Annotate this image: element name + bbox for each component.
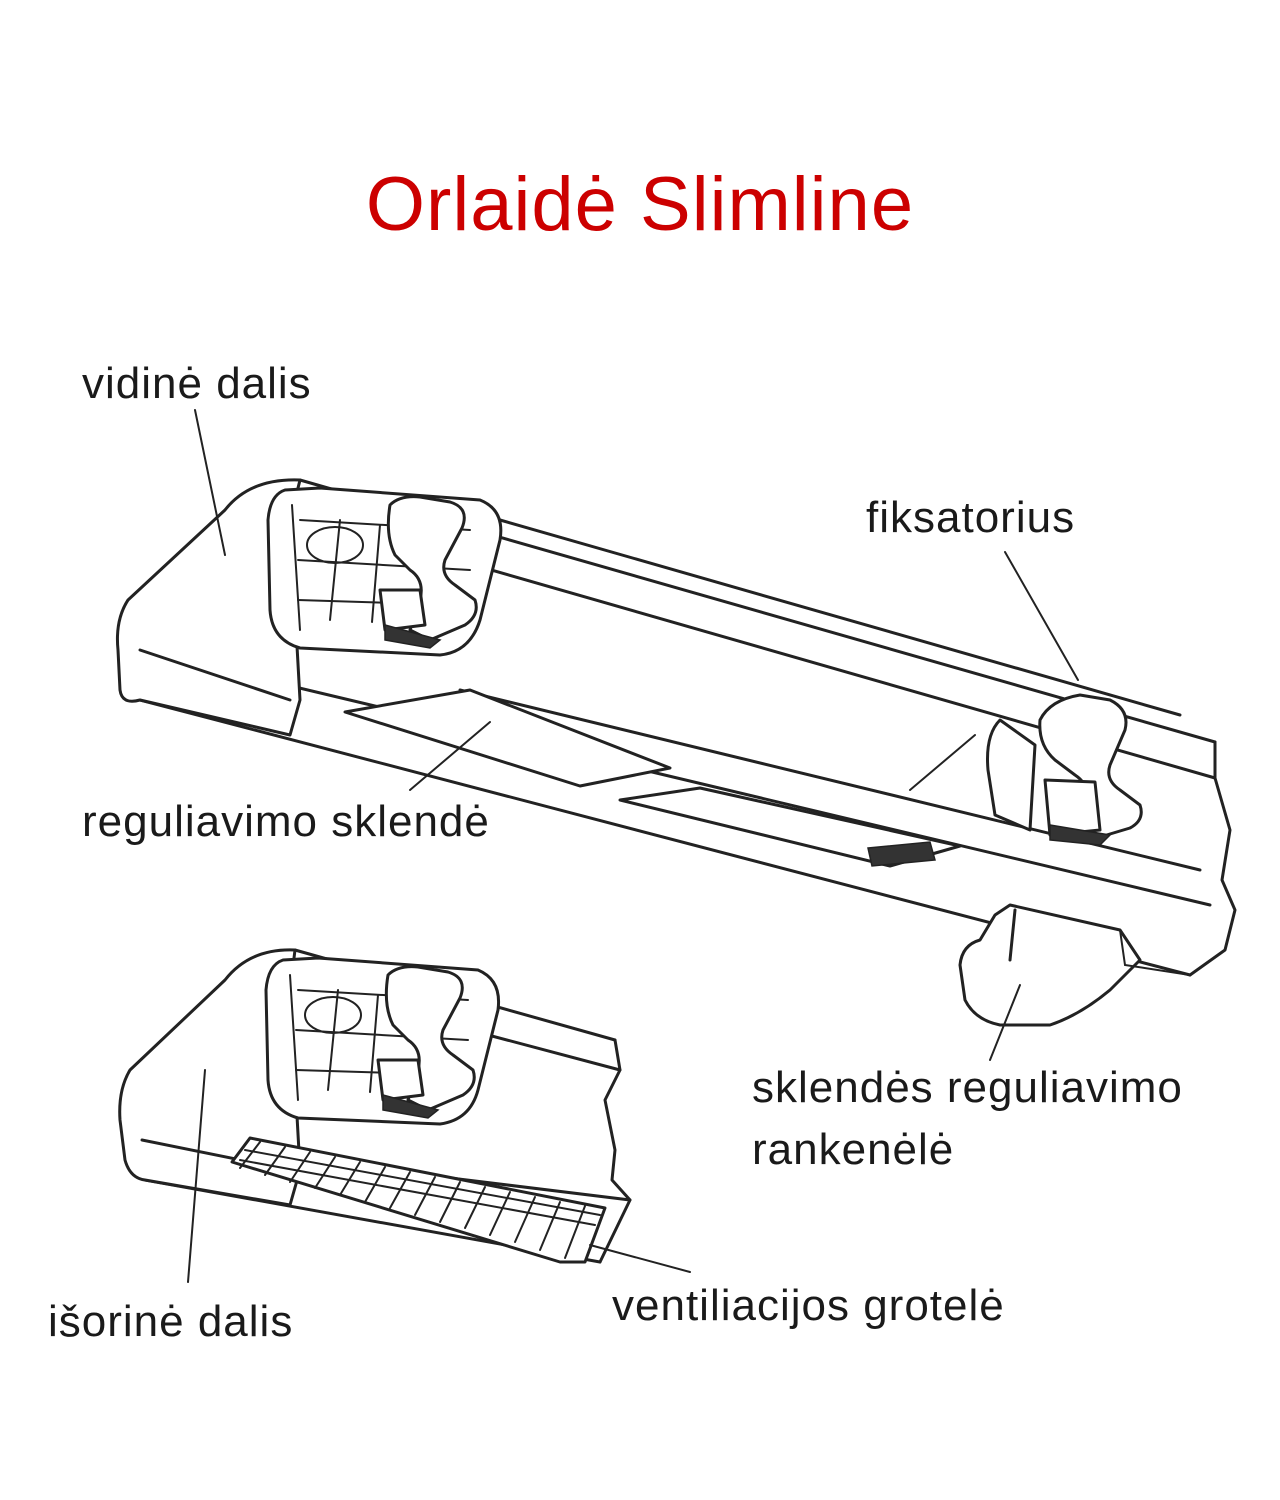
label-damper-handle: sklendės reguliavimo [752,1063,1183,1112]
inner-part-drawing [116,478,1237,1027]
inner-part-leader [194,409,226,556]
label-lock: fiksatorius [866,493,1076,542]
outer-part-leader [187,1069,206,1283]
outer-part-drawing [118,948,632,1264]
label-grille: ventiliacijos grotelė [612,1281,1005,1330]
label-damper-handle-2: rankenėlė [752,1125,955,1174]
label-damper: reguliavimo sklendė [82,797,490,846]
label-outer-part: išorinė dalis [48,1297,294,1346]
label-inner-part: vidinė dalis [82,359,312,408]
grille-leader [589,1244,691,1273]
lock-leader [1004,551,1079,681]
diagram-title: Orlaidė Slimline [365,162,915,247]
handle-leader [989,984,1021,1061]
